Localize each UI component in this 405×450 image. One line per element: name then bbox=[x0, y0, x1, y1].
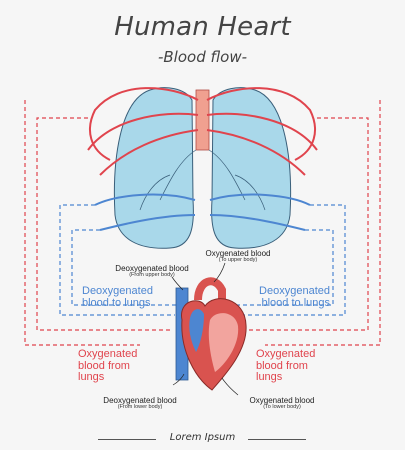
trachea bbox=[195, 89, 210, 151]
label-oxy-lungs-right: Oxygenated blood from lungs bbox=[256, 348, 316, 384]
aorta bbox=[194, 277, 226, 305]
page-title: Human Heart bbox=[114, 12, 291, 42]
blue-vessels bbox=[94, 193, 311, 231]
label-deoxy-upper: Deoxygenated blood(From upper body) bbox=[115, 264, 189, 279]
page-subtitle: -Blood flow- bbox=[157, 48, 248, 66]
label-oxy-lower: Oxygenated blood(To lower body) bbox=[249, 396, 315, 411]
label-deoxy-lower: Deoxygenated blood(From lower body) bbox=[103, 396, 177, 411]
lungs bbox=[113, 87, 292, 249]
footer-line-right bbox=[248, 439, 306, 440]
footer-text: Lorem Ipsum bbox=[169, 432, 236, 443]
footer-line-left bbox=[98, 439, 156, 440]
heart-right-chamber bbox=[208, 313, 239, 372]
flow-lines bbox=[24, 100, 381, 346]
label-deoxy-lungs-right: Deoxygenated blood to lungs bbox=[259, 285, 330, 309]
label-oxy-upper: Oxygenated blood(To upper body) bbox=[205, 249, 271, 264]
red-vessels bbox=[87, 87, 318, 176]
heart bbox=[175, 277, 247, 391]
pointer-lines bbox=[171, 262, 239, 396]
heart-left-chamber bbox=[189, 309, 204, 352]
label-deoxy-lungs-left: Deoxygenated blood to lungs bbox=[82, 285, 153, 309]
label-oxy-lungs-left: Oxygenated blood from lungs bbox=[78, 348, 138, 384]
